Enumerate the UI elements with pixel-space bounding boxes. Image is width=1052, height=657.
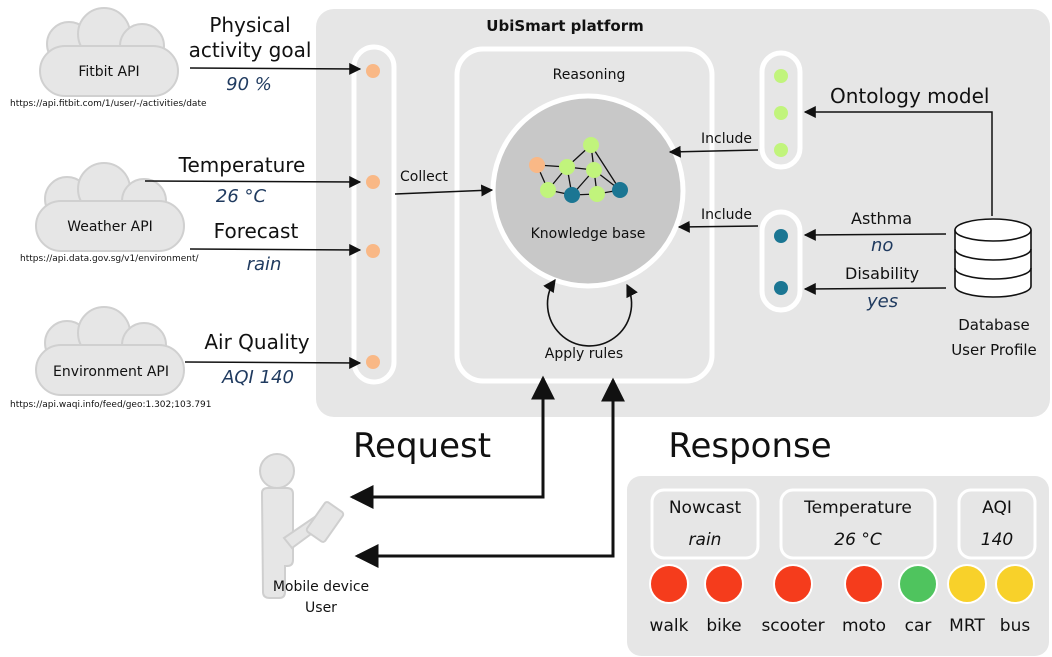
- temperature-metric: Temperature: [178, 153, 306, 177]
- profile-pill: [759, 209, 803, 313]
- walk-status-light: [649, 564, 689, 604]
- moto-label: moto: [842, 616, 886, 636]
- aqi-card: [957, 488, 1037, 560]
- collector-dot-fitbit: [366, 64, 380, 78]
- ontology-dot-2: [774, 106, 788, 120]
- nowcast-title: Nowcast: [669, 498, 742, 518]
- fitbit-metric-line1: Physical: [209, 13, 290, 37]
- collect-arrow: [394, 184, 494, 197]
- user-label-line1: Mobile device: [273, 579, 369, 595]
- mrt-label: MRT: [949, 616, 985, 636]
- include-bottom-label: Include: [701, 207, 752, 223]
- collect-label: Collect: [400, 169, 448, 185]
- ontology-dot-3: [774, 143, 788, 157]
- forecast-arrow: [189, 243, 362, 256]
- bike-status-light: [704, 564, 744, 604]
- knowledge-graph-icon: [529, 137, 628, 203]
- profile-dot-disability: [774, 281, 788, 295]
- fitbit-value: 90 %: [226, 74, 272, 95]
- include-top-arrow: [668, 145, 759, 158]
- moto-status-light: [844, 564, 884, 604]
- apply-rules-label: Apply rules: [545, 346, 623, 362]
- air-quality-metric: Air Quality: [204, 330, 309, 354]
- response-label: Response: [668, 426, 831, 466]
- disability-arrow: [803, 282, 947, 295]
- ontology-dot-1: [774, 69, 788, 83]
- temperature-card: [779, 488, 937, 560]
- aqi-card-title: AQI: [982, 498, 1012, 518]
- disability-label: Disability: [845, 264, 919, 283]
- environment-api-url: https://api.waqi.info/feed/geo:1.302;103…: [10, 400, 212, 410]
- scooter-label: scooter: [761, 616, 824, 636]
- bus-label: bus: [1000, 616, 1031, 636]
- request-label: Request: [353, 426, 491, 466]
- collector-dot-air-quality: [366, 355, 380, 369]
- temperature-card-value: 26 °C: [834, 530, 882, 550]
- fitbit-arrow: [189, 62, 362, 75]
- car-label: car: [905, 616, 932, 636]
- scooter-status-light: [773, 564, 813, 604]
- user-label-line2: User: [305, 600, 337, 616]
- asthma-arrow: [803, 228, 947, 241]
- environment-cloud-icon: [35, 306, 185, 396]
- database-label-line2: User Profile: [951, 341, 1037, 359]
- platform-title: UbiSmart platform: [486, 17, 643, 35]
- environment-api-name: Environment API: [53, 364, 169, 380]
- forecast-metric: Forecast: [214, 219, 299, 243]
- ontology-label: Ontology model: [830, 84, 989, 108]
- mobile-device-icon: [305, 501, 345, 543]
- bike-label: bike: [706, 616, 741, 636]
- apply-rules-loop: [543, 278, 638, 347]
- include-top-label: Include: [701, 131, 752, 147]
- forecast-value: rain: [247, 254, 282, 275]
- weather-api-url: https://api.data.gov.sg/v1/environment/: [20, 254, 200, 264]
- database-icon: [954, 218, 1032, 298]
- temperature-arrow: [144, 175, 362, 188]
- ontology-arrow: [803, 106, 993, 216]
- reasoning-title: Reasoning: [553, 67, 626, 83]
- database-label-line1: Database: [958, 316, 1030, 334]
- knowledge-base-label: Knowledge base: [531, 226, 646, 242]
- mrt-status-light: [947, 564, 987, 604]
- weather-cloud-icon: [35, 162, 185, 252]
- transport-status-row: [649, 564, 1035, 604]
- fitbit-metric-line2: activity goal: [189, 38, 312, 62]
- car-status-light: [898, 564, 938, 604]
- temperature-value: 26 °C: [216, 186, 267, 207]
- knowledge-base-circle: [490, 93, 686, 289]
- asthma-value: no: [871, 235, 893, 256]
- air-quality-value: AQI 140: [221, 367, 294, 388]
- collector-dot-forecast: [366, 244, 380, 258]
- collector-dot-temperature: [366, 175, 380, 189]
- temperature-card-title: Temperature: [803, 498, 912, 518]
- weather-api-name: Weather API: [67, 219, 153, 235]
- air-quality-arrow: [184, 356, 362, 369]
- walk-label: walk: [650, 616, 689, 636]
- include-bottom-arrow: [677, 220, 759, 233]
- bus-status-light: [995, 564, 1035, 604]
- nowcast-value: rain: [689, 530, 722, 550]
- fitbit-api-name: Fitbit API: [78, 64, 139, 80]
- asthma-label: Asthma: [851, 209, 912, 228]
- response-arrow: [354, 377, 625, 568]
- profile-dot-asthma: [774, 229, 788, 243]
- fitbit-api-url: https://api.fitbit.com/1/user/-/activiti…: [10, 99, 207, 109]
- fitbit-cloud-icon: [39, 7, 179, 97]
- disability-value: yes: [866, 291, 898, 312]
- nowcast-card: [650, 488, 760, 560]
- aqi-card-value: 140: [981, 530, 1013, 550]
- collector-pill: [351, 44, 397, 385]
